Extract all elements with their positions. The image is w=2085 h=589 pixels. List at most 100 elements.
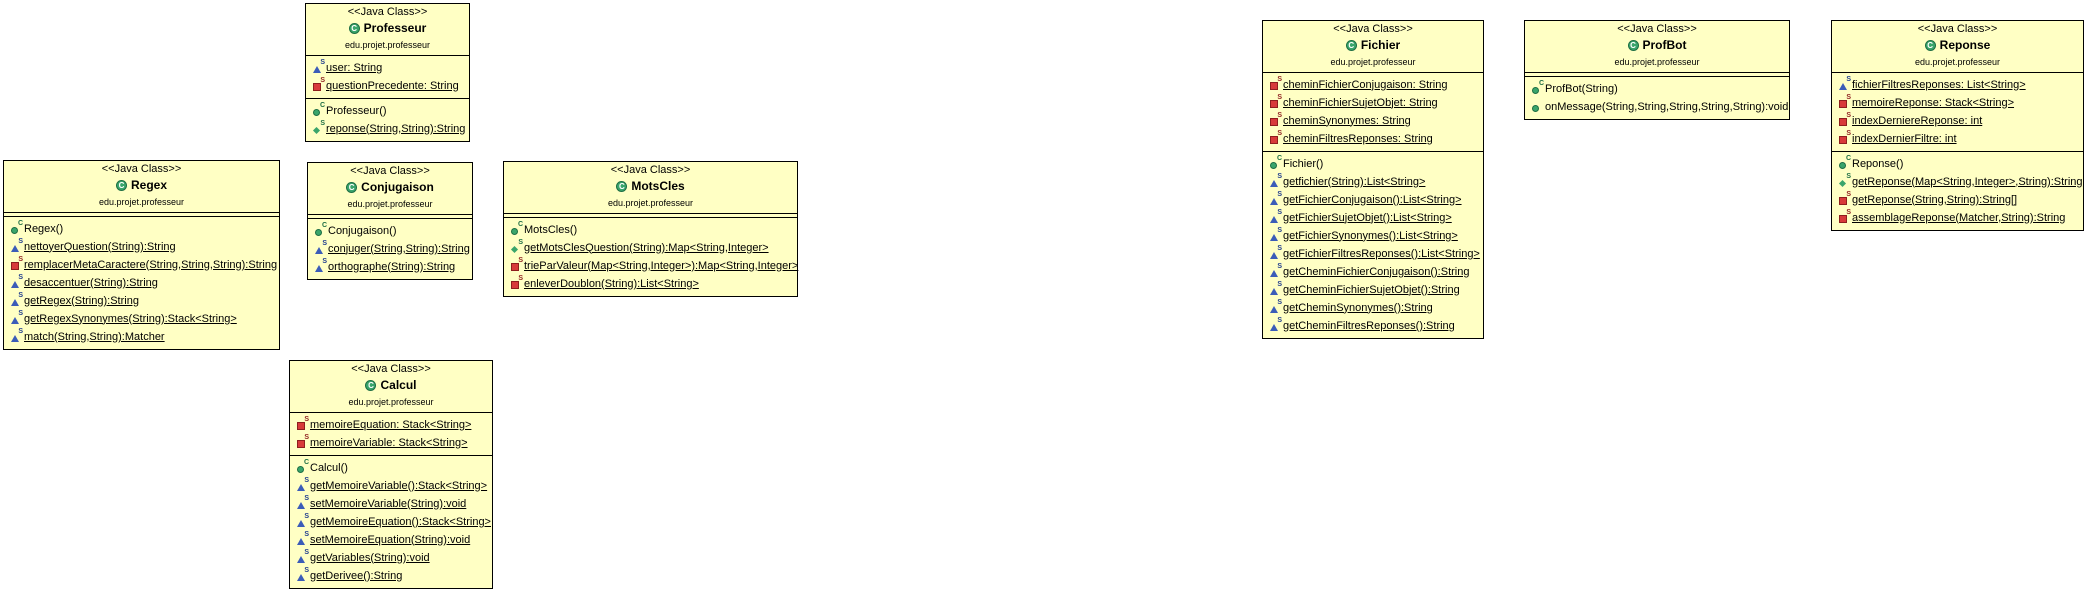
class-name: Calcul: [365, 376, 417, 394]
package-visibility-icon: S: [10, 274, 23, 289]
method-row[interactable]: onMessage(String,String,String,String,St…: [1525, 98, 1789, 116]
modifier-static-label: S: [18, 327, 23, 335]
package-visibility-icon: S: [296, 531, 309, 546]
class-package: edu.projet.professeur: [347, 198, 433, 209]
class-name: Professeur: [348, 19, 426, 37]
private-visibility-icon: S: [1269, 76, 1282, 91]
class-regex[interactable]: <<Java Class>>Regexedu.projet.professeur…: [3, 160, 280, 350]
method-text: getFichierConjugaison():List<String>: [1283, 193, 1462, 206]
attribute-text: cheminFichierConjugaison: String: [1283, 78, 1448, 91]
class-name-text: Regex: [130, 178, 168, 192]
package-visibility-icon: S: [1269, 227, 1282, 242]
class-icon: [365, 379, 377, 391]
method-text: ProfBot(String): [1545, 82, 1618, 95]
class-profbot[interactable]: <<Java Class>>ProfBotedu.projet.professe…: [1524, 20, 1790, 120]
class-name: Regex: [115, 176, 168, 194]
package-visibility-icon: S: [296, 495, 309, 510]
method-text: orthographe(String):String: [328, 260, 456, 273]
modifier-static-label: S: [18, 309, 23, 317]
method-text: setMemoireEquation(String):void: [310, 533, 471, 546]
method-text: Calcul(): [310, 461, 348, 474]
attribute-text: questionPrecedente: String: [326, 79, 459, 92]
package-visibility-icon: S: [1838, 76, 1851, 91]
modifier-static-label: S: [518, 238, 523, 246]
modifier-static-label: S: [304, 433, 309, 441]
attributes-section: [1525, 73, 1789, 77]
class-motscles[interactable]: <<Java Class>>MotsClesedu.projet.profess…: [503, 161, 798, 297]
modifier-constructor-label: C: [303, 458, 309, 466]
class-name-text: Conjugaison: [361, 180, 434, 194]
class-header: <<Java Class>>ProfBotedu.projet.professe…: [1525, 21, 1789, 73]
class-professeur[interactable]: <<Java Class>>Professeuredu.projet.profe…: [305, 3, 470, 142]
class-icon: [1627, 39, 1639, 51]
package-visibility-icon: S: [1269, 317, 1282, 332]
method-text: Professeur(): [326, 104, 387, 117]
package-visibility-icon: S: [1269, 263, 1282, 278]
class-fichier[interactable]: <<Java Class>>Fichieredu.projet.professe…: [1262, 20, 1484, 339]
class-conjugaison[interactable]: <<Java Class>> Conjugaison edu.projet.prof…: [307, 162, 473, 280]
class-reponse[interactable]: <<Java Class>>Reponseedu.projet.professe…: [1831, 20, 2084, 231]
class-name-text: Fichier: [1360, 38, 1401, 52]
class-stereotype: <<Java Class>>: [1333, 23, 1413, 35]
method-text: Regex(): [24, 222, 64, 235]
class-stereotype: <<Java Class>>: [350, 165, 430, 177]
class-calcul[interactable]: <<Java Class>>Calculedu.projet.professeu…: [289, 360, 493, 589]
method-text: desaccentuer(String):String: [24, 276, 158, 289]
method-text: conjuger(String,String):String: [328, 242, 470, 255]
